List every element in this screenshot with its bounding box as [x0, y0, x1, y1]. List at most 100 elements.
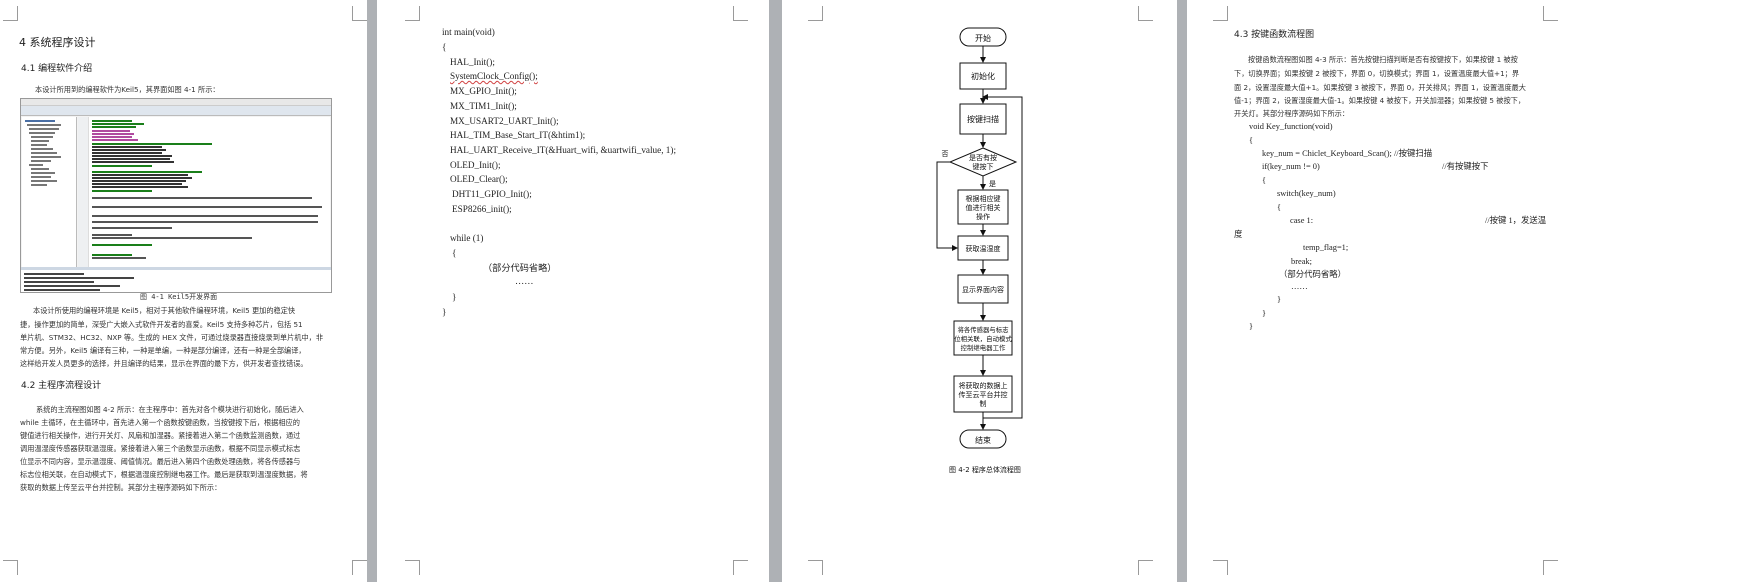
keil-project-tree [22, 117, 77, 267]
section-heading: 4.1 编程软件介绍 [21, 64, 93, 74]
paragraph-line: 开关灯。其部分程序源码如下所示： [1234, 109, 1350, 118]
flow-process-label: 根据相应键 [966, 194, 1001, 203]
keil-build-output [20, 270, 332, 293]
paragraph-line: while 主循环，在主循环中，首先进入第一个函数按键函数，当按键按下后，根据相… [20, 418, 300, 427]
code-ellipsis: …… [515, 276, 534, 286]
flow-decision-node [948, 147, 1018, 177]
code-line: void Key_function(void) [1249, 122, 1333, 131]
code-line: HAL_UART_Receive_IT(&Huart_wifi, &uartwi… [450, 145, 677, 155]
figure-caption: 图 4-2 程序总体流程图 [949, 465, 1021, 474]
document-page-2: int main(void) { HAL_Init(); SystemClock… [377, 0, 769, 582]
margin-mark [1138, 6, 1153, 21]
flow-yes-label: 是 [989, 180, 996, 188]
flow-process-label: 值进行相关 [966, 203, 1001, 212]
program-flowchart: 开始 初始化 按键扫描 是否有按 键按下 否 是 根据相应键 值进行相关 操作 … [936, 27, 1023, 474]
code-line: } [1249, 322, 1254, 331]
margin-mark [808, 560, 823, 575]
code-ellipsis: …… [1291, 282, 1308, 291]
margin-mark [352, 6, 367, 21]
code-line: } [452, 292, 457, 302]
section-heading: 4.3 按键函数流程图 [1234, 30, 1315, 40]
margin-mark [808, 6, 823, 21]
code-line: MX_USART2_UART_Init(); [450, 116, 559, 126]
section-heading: 4.2 主程序流程设计 [21, 381, 102, 391]
code-line: { [1249, 136, 1254, 145]
margin-mark [3, 560, 18, 575]
flow-init-label: 初始化 [971, 71, 995, 81]
code-line: while (1) [450, 233, 484, 243]
code-line: { [452, 248, 457, 258]
code-line: int main(void) [442, 27, 495, 37]
paragraph-line: 常方便。另外，Keil5 编译有三种，一种是单编，一种是部分编译，还有一种是全部… [20, 346, 306, 355]
keil-menubar [21, 99, 331, 106]
paragraph-line: 标志位相关联，在自动模式下，根据温湿度控制继电器工作。最后是获取到温湿度数据，将 [20, 470, 308, 479]
keil-status-bar [21, 267, 331, 271]
margin-mark [1138, 560, 1153, 575]
margin-mark [733, 6, 748, 21]
figure-caption: 图 4-1 Keil5开发界面 [140, 293, 218, 301]
flow-upload-node [953, 375, 1013, 413]
paragraph-line: 键值进行相关操作，进行开关灯、风扇和加湿器。紧接着进入第二个函数监测函数，通过 [20, 431, 301, 440]
code-line: } [1277, 295, 1282, 304]
code-line: DHT11_GPIO_Init(); [452, 189, 532, 199]
code-line: { [1277, 203, 1282, 212]
code-line: case 1: [1290, 216, 1314, 225]
paragraph-line: 按键函数流程图如图 4-3 所示：首先按键扫描判断是否有按键按下，如果按键 1 … [1248, 55, 1518, 64]
chapter-heading: 4 系统程序设计 [19, 36, 96, 49]
margin-mark [1213, 6, 1228, 21]
code-line: key_num = Chiclet_Keyboard_Scan(); //按键扫… [1262, 149, 1433, 158]
paragraph-line: 面 2，设置湿度最大值+1。如果按键 3 被按下，界面 0，开关排风；界面 1，… [1234, 83, 1526, 92]
flow-read-label: 获取温湿度 [966, 244, 1001, 253]
paragraph-line: 下，切换界面；如果按键 2 被按下，界面 0，切换模式；界面 1，设置温度最大值… [1234, 69, 1520, 78]
code-line: } [442, 307, 447, 317]
margin-mark [1543, 560, 1558, 575]
flow-end-node [959, 429, 1007, 449]
code-line: { [1262, 176, 1267, 185]
margin-mark [405, 560, 420, 575]
paragraph-line: 这样给开发人员更多的选择，并且编译的结果，显示在界面的最下方，供开发者查找错误。 [20, 359, 308, 368]
document-page-4: 4.3 按键函数流程图 按键函数流程图如图 4-3 所示：首先按键扫描判断是否有… [1187, 0, 1764, 582]
flow-start-label: 开始 [975, 33, 991, 43]
keil-toolbar [21, 106, 331, 116]
document-page-3: 开始 初始化 按键扫描 是否有按 键按下 否 是 根据相应键 值进行相关 操作 … [782, 0, 1177, 582]
code-omitted-note: （部分代码省略） [1279, 270, 1346, 279]
flow-process-label: 操作 [976, 212, 990, 221]
margin-mark [352, 560, 367, 575]
code-line: HAL_Init(); [450, 57, 495, 67]
code-line: OLED_Clear(); [450, 174, 508, 184]
margin-mark [3, 6, 18, 21]
flow-associate-label: 控制继电器工作 [961, 343, 1006, 352]
code-comment: //按键 1，发送温 [1485, 216, 1547, 225]
keil-screenshot [20, 98, 332, 272]
paragraph-line: 捷，操作更加的简单，深受广大嵌入式软件开发者的喜爱。Keil5 支持多种芯片，包… [20, 320, 303, 329]
flow-associate-label: 位相关联，自动模式 [954, 334, 1012, 343]
margin-mark [733, 560, 748, 575]
code-line: OLED_Init(); [450, 160, 501, 170]
code-line: MX_TIM1_Init(); [450, 101, 517, 111]
code-line: } [1262, 309, 1267, 318]
paragraph-line: 系统的主流程图如图 4-2 所示：在主程序中：首先对各个模块进行初始化，随后进入 [36, 405, 304, 414]
code-line: SystemClock_Config(); [450, 71, 538, 81]
margin-mark [1543, 6, 1558, 21]
code-line: HAL_TIM_Base_Start_IT(&htim1); [450, 130, 586, 140]
flow-key-scan-label: 按键扫描 [967, 114, 999, 124]
code-omitted-note: （部分代码省略） [483, 263, 557, 273]
flow-decision-label: 键按下 [973, 162, 994, 171]
flow-decision-label: 是否有按 [969, 153, 997, 162]
paragraph-line: 位显示不同内容，显示温湿度、阈值情况。最后进入第四个函数处理函数，将各传感器与 [20, 457, 301, 466]
flow-associate-label: 将各传感器与标志 [957, 325, 1009, 334]
code-comment: 度 [1234, 230, 1243, 239]
flow-display-label: 显示界面内容 [962, 285, 1004, 294]
flow-upload-label: 制 [980, 399, 987, 408]
document-page-1: 4 系统程序设计 4.1 编程软件介绍 本设计所用到的编程软件为Keil5，其界… [0, 0, 367, 582]
code-line: break; [1291, 257, 1312, 266]
code-line: temp_flag=1; [1303, 243, 1349, 252]
code-line: { [442, 42, 447, 52]
code-line: MX_GPIO_Init(); [450, 86, 517, 96]
paragraph-line: 单片机、STM32、HC32、NXP 等。生成的 HEX 文件，可通过烧录器直接… [20, 333, 324, 342]
code-line: ESP8266_init(); [452, 204, 512, 214]
code-line: switch(key_num) [1277, 189, 1336, 198]
margin-mark [1213, 560, 1228, 575]
flow-no-label: 否 [942, 150, 949, 158]
flow-read-node [957, 235, 1009, 261]
